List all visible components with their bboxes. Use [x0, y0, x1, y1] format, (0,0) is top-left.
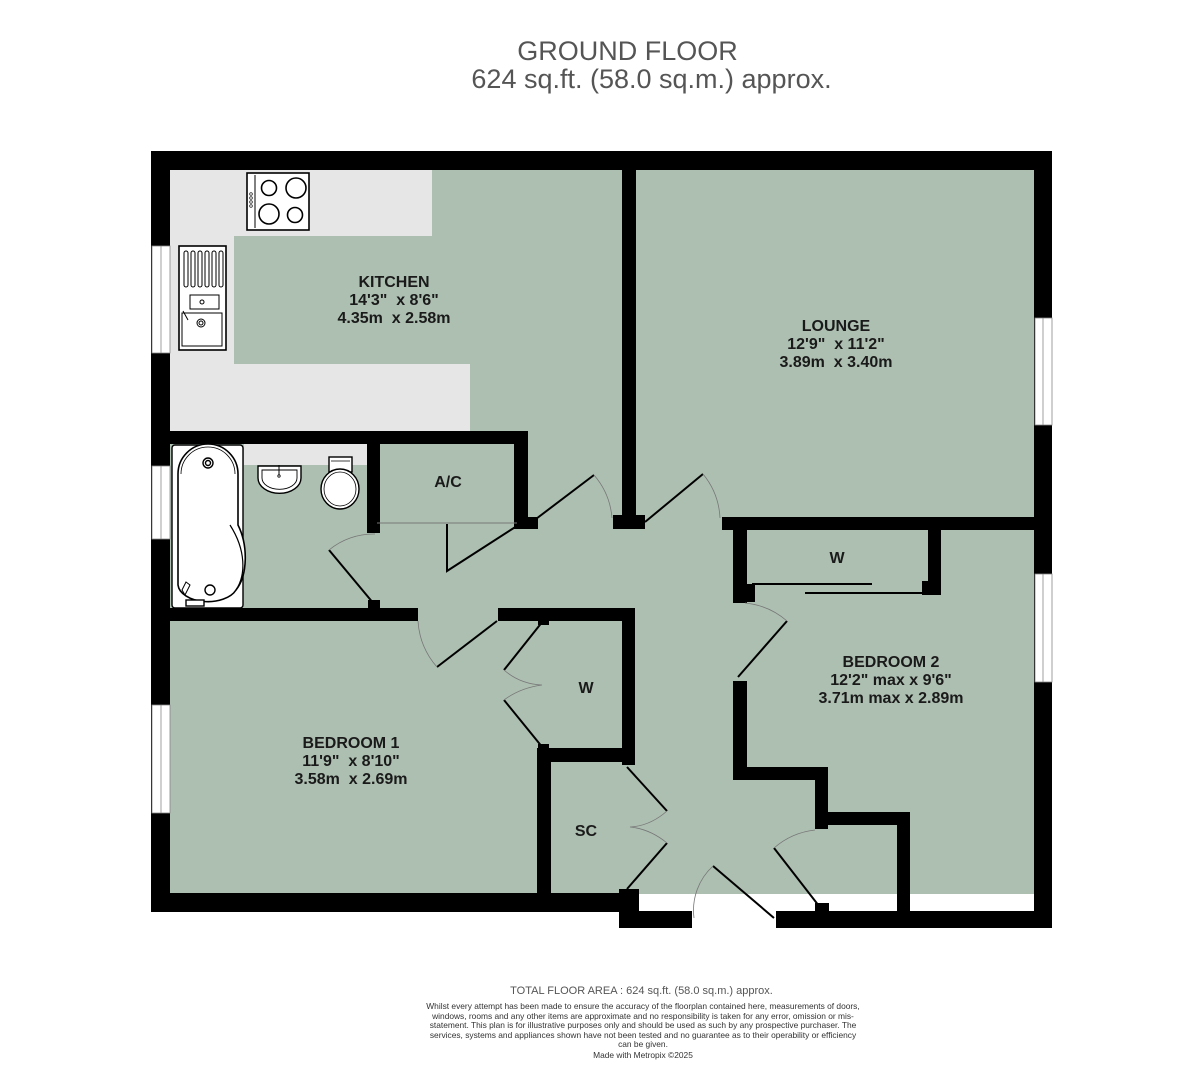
- made-with-credit: Made with Metropix ©2025: [593, 1050, 693, 1060]
- bathroom-door: [328, 549, 375, 605]
- sc-door-upper: [626, 766, 668, 812]
- floor-area: 624 sq.ft. (58.0 sq.m.) approx.: [471, 64, 832, 94]
- kitchen-worktop: [170, 170, 470, 431]
- wall-kitchen-bathroom: [170, 431, 527, 444]
- wall-bedroom2-step: [733, 767, 828, 780]
- entrance-door: [712, 865, 775, 919]
- toilet-icon: [320, 456, 360, 510]
- sc-door-lower: [626, 842, 668, 890]
- entrance-threshold: [692, 912, 776, 918]
- bedroom1-door: [436, 620, 498, 668]
- wardrobe1-door-lower: [503, 699, 544, 749]
- room-labels: KITCHEN 14'3" x 8'6" 4.35m x 2.58m LOUNG…: [295, 274, 964, 840]
- wall-bedroom1-sc: [537, 748, 551, 894]
- bedroom2-metric: 3.71m max x 2.89m: [819, 690, 964, 707]
- wardrobe2-jamb-right: [922, 581, 941, 595]
- bath-icon: [171, 443, 247, 609]
- sink-icon: [178, 245, 227, 351]
- wall-lounge-bottom: [722, 517, 1035, 530]
- bedroom2-imperial: 12'2" max x 9'6": [830, 672, 952, 689]
- entrance-wall-left: [619, 911, 692, 928]
- windows: [151, 245, 1053, 814]
- wall-wardrobe2-left: [733, 517, 747, 603]
- wardrobe2-label: W: [829, 550, 845, 567]
- wall-bedroom2-left: [733, 681, 747, 778]
- kitchen-door: [531, 474, 595, 523]
- wall-wardrobe2-right: [928, 517, 941, 595]
- total-floor-area: TOTAL FLOOR AREA : 624 sq.ft. (58.0 sq.m…: [510, 985, 773, 997]
- wall-ac-right: [514, 431, 528, 529]
- cupboard-door: [773, 847, 820, 907]
- outer-wall-right: [1034, 151, 1052, 928]
- wall-cupboard-right: [897, 812, 910, 912]
- wardrobe2-jamb-left: [733, 584, 755, 602]
- outer-wall-bottom-right: [776, 911, 1052, 928]
- doors: [328, 473, 925, 919]
- disclaimer: Whilst every attempt has been made to en…: [426, 1001, 860, 1049]
- floor-fills: [170, 170, 1035, 918]
- kitchen-imperial: 14'3" x 8'6": [349, 292, 439, 309]
- wall-bathroom-bottom: [170, 608, 418, 621]
- hall-jamb: [613, 516, 645, 529]
- bedroom1-name: BEDROOM 1: [303, 735, 400, 752]
- floor-area-fill: [170, 170, 1035, 894]
- airing-cupboard-label: A/C: [434, 474, 462, 491]
- bedroom1-imperial: 11'9" x 8'10": [302, 753, 400, 770]
- wall-bathroom-right: [367, 431, 380, 533]
- outer-wall-bottom-left: [151, 893, 639, 912]
- kitchen-metric: 4.35m x 2.58m: [338, 310, 451, 327]
- window-bedroom2: [1034, 573, 1053, 683]
- lounge-door: [644, 473, 704, 523]
- lounge-metric: 3.89m x 3.40m: [780, 354, 893, 371]
- kitchen-name: KITCHEN: [358, 274, 429, 291]
- lounge-name: LOUNGE: [802, 318, 871, 335]
- wardrobe1-door-upper: [503, 620, 544, 671]
- bedroom2-name: BEDROOM 2: [843, 654, 940, 671]
- sc-door-jamb: [619, 889, 639, 909]
- wall-wardrobe1-right: [622, 608, 635, 765]
- ac-door: [446, 523, 521, 573]
- hob-icon: [246, 172, 310, 231]
- floor-title: GROUND FLOOR: [517, 36, 738, 66]
- bedroom1-metric: 3.58m x 2.69m: [295, 771, 408, 788]
- lounge-imperial: 12'9" x 11'2": [787, 336, 885, 353]
- store-cupboard-label: SC: [575, 823, 598, 840]
- cupboard-door-jamb: [815, 903, 829, 913]
- outer-wall-top: [151, 151, 1052, 170]
- wall-ac-foot: [514, 517, 538, 529]
- wall-cupboard-top: [815, 812, 910, 825]
- bedroom2-door: [737, 620, 788, 678]
- washbasin-icon: [257, 465, 302, 495]
- window-lounge: [1034, 317, 1053, 426]
- wardrobe1-label: W: [578, 680, 594, 697]
- wall-bedroom1-top-right: [498, 608, 635, 621]
- wall-wardrobe1-bottom: [537, 748, 635, 762]
- wall-kitchen-lounge: [622, 170, 636, 528]
